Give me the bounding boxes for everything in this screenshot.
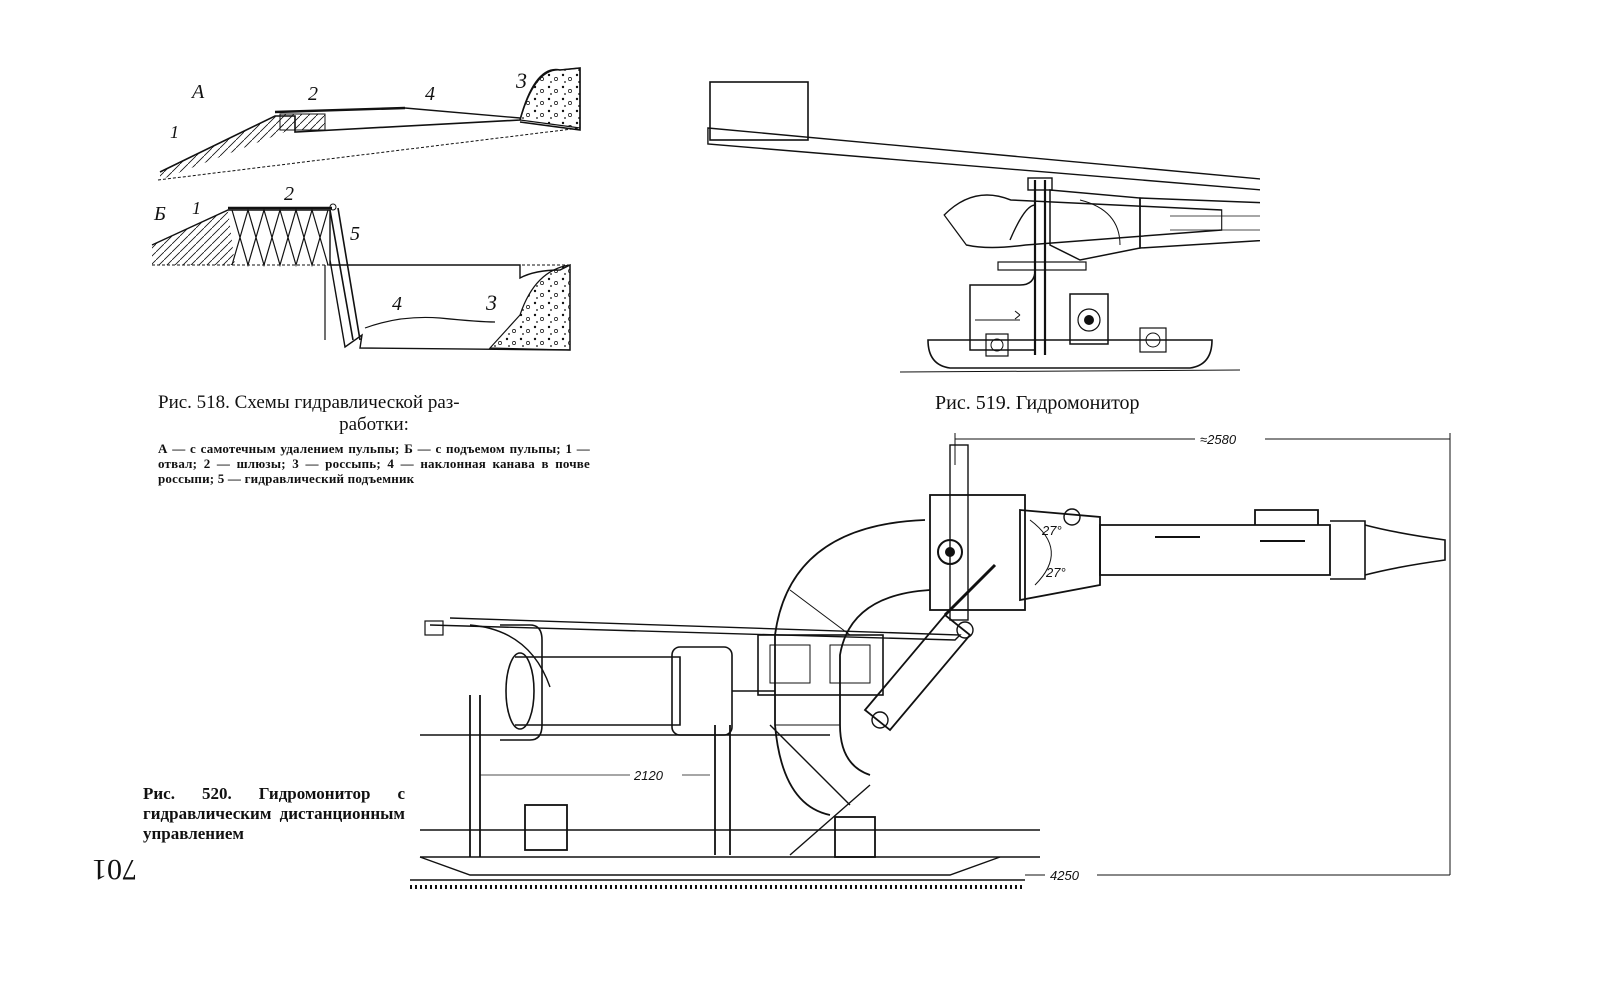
figure-520-drawing: ≈2580 27° 27° 2120: [410, 431, 1451, 889]
scheme-a-label-3: 3: [515, 68, 527, 93]
figure-518-caption-line2: работки:: [339, 414, 409, 435]
scheme-b-label-1: 1: [192, 198, 201, 218]
figure-518-legend: А — с самотечным удалением пульпы; Б — с…: [158, 441, 590, 486]
figure-519-caption: Рис. 519. Гидромонитор: [935, 392, 1140, 414]
scheme-a-label-1: 1: [170, 122, 179, 142]
figure-519-drawing: [707, 81, 1260, 373]
scheme-b-label-2: 2: [284, 183, 294, 205]
scheme-b-label-5: 5: [350, 223, 360, 245]
figure-520-caption: Рис. 520. Гидромонитор с гидравлическим …: [143, 784, 405, 843]
page-number: 701: [92, 853, 137, 886]
scheme-a-label: А: [190, 81, 205, 103]
dimension-top: ≈2580: [1200, 432, 1237, 447]
scheme-a-label-2: 2: [308, 83, 318, 105]
scheme-b-label-4: 4: [392, 293, 402, 315]
angle-lower: 27°: [1045, 565, 1066, 580]
scheme-b-label-3: 3: [485, 290, 497, 315]
figure-518-caption: Рис. 518. Схемы гидравлической раз- рабо…: [158, 392, 590, 436]
angle-upper: 27°: [1041, 523, 1062, 538]
dimension-mid: 2120: [633, 768, 664, 783]
scheme-a: А 1 2 4 3: [157, 67, 581, 181]
dimension-bottom: 4250: [1050, 868, 1080, 883]
scheme-b: Б 1 2 5 4 3: [151, 183, 571, 351]
figure-518-caption-line1: Рис. 518. Схемы гидравлической раз-: [158, 392, 460, 413]
figure-518-diagram: А 1 2 4 3 Б 1 2 5 4 3: [151, 67, 581, 351]
scheme-a-label-4: 4: [425, 83, 435, 105]
scheme-b-label: Б: [153, 203, 166, 225]
